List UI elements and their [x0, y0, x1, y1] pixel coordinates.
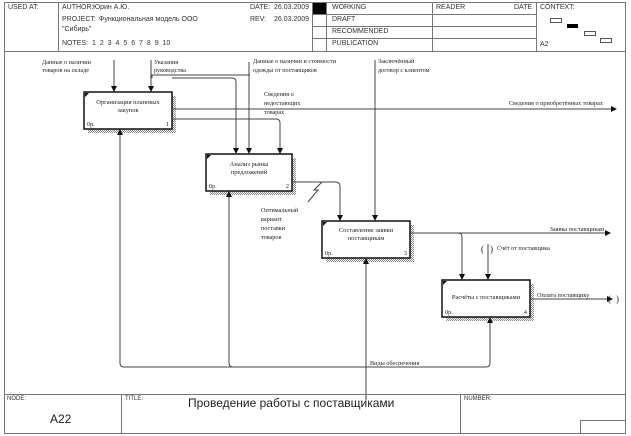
label-supplier-payment: Оплата поставщику — [537, 292, 590, 299]
box3-line1: Составление заявки — [339, 227, 394, 234]
author-label: AUTHOR: — [62, 4, 94, 11]
reader-date-label: DATE — [514, 4, 533, 11]
label-supplier-order: Заявка поставщикам — [550, 226, 604, 233]
label-optimal-2: вариант — [261, 216, 282, 223]
used-at-label: USED AT: — [8, 4, 39, 11]
box1-line1: Организация плановых — [96, 99, 160, 106]
box3-cost: 0р. — [325, 250, 333, 257]
box4-cost: 0р. — [445, 309, 453, 316]
status-working[interactable]: WORKING — [332, 4, 367, 11]
status-draft[interactable]: DRAFT — [332, 16, 356, 23]
label-shortage-1: Сведения о — [264, 91, 294, 98]
status-publication[interactable]: PUBLICATION — [332, 40, 379, 47]
date-label: DATE: — [250, 4, 271, 11]
notes-value: 1 2 3 4 5 6 7 8 9 10 — [92, 40, 171, 47]
box1-number: 1 — [166, 121, 169, 128]
svg-text:): ) — [490, 244, 493, 254]
date-value: 26.03.2009 — [274, 4, 310, 11]
svg-text:(: ( — [481, 244, 484, 254]
context-box-3 — [584, 31, 596, 36]
title-label: TITLE: — [125, 396, 144, 402]
author-value: Юрин А.Ю. — [93, 4, 130, 11]
activity-box-3[interactable]: Составление заявки поставщикам 0р. 3 — [321, 220, 411, 259]
label-mgmt-1: Указания — [154, 59, 178, 66]
rev-label: REV: — [250, 16, 267, 23]
project-line1: Функциональная модель ООО — [99, 16, 198, 23]
box4-line1: Расчёты с поставщиками — [452, 294, 521, 301]
rev-value: 26.03.2009 — [274, 16, 310, 23]
number-box — [580, 420, 626, 434]
context-box-2-current — [567, 24, 578, 28]
context-label: CONTEXT: — [540, 4, 575, 11]
box3-line2: поставщикам — [348, 235, 385, 242]
label-purchased-info: Сведения о приобретённых товарах — [509, 100, 604, 107]
label-optimal-3: поставки — [261, 225, 286, 232]
diagram-frame — [4, 52, 626, 394]
project-line2: "Сибирь" — [62, 26, 92, 33]
label-contract-1: Заключённый — [378, 58, 415, 65]
activity-box-2[interactable]: Анализ рынка предложений 0р. 2 — [205, 153, 293, 192]
label-mgmt-2: руководства — [154, 67, 186, 74]
box1-cost: 0р. — [87, 121, 95, 128]
status-recommended[interactable]: RECOMMENDED — [332, 28, 389, 35]
box3-number: 3 — [404, 250, 407, 257]
label-stock-data-2: товаров на складе — [42, 67, 89, 74]
project-label: PROJECT: — [62, 16, 96, 23]
label-support-types: Виды обеспечения — [370, 360, 419, 367]
box2-line2: предложений — [231, 169, 268, 176]
label-contract-2: договор с клиентом — [378, 67, 430, 74]
arrow-optimal-variant — [292, 181, 343, 221]
label-supplier-data-2: одежды от поставщиков — [253, 67, 317, 74]
footer-frame — [4, 394, 626, 434]
status-working-marker — [313, 3, 326, 14]
label-optimal-1: Оптимальный — [261, 207, 299, 214]
label-optimal-4: товаров — [261, 234, 281, 241]
context-box-4 — [600, 38, 612, 43]
context-box-1 — [550, 18, 562, 23]
number-label: NUMBER: — [464, 396, 492, 402]
label-shortage-2: недостающих — [264, 100, 301, 107]
header-frame — [4, 2, 626, 52]
node-value: A22 — [50, 412, 72, 426]
box2-number: 2 — [286, 183, 289, 190]
notes-label: NOTES: — [62, 40, 89, 47]
activity-box-1[interactable]: Организация плановых закупок 0р. 1 — [83, 91, 173, 130]
arrow-shortage — [172, 118, 283, 154]
reader-label: READER — [436, 4, 466, 11]
label-stock-data-1: Данные о наличии — [42, 59, 92, 66]
label-supplier-data-1: Данные о наличии и стоимости — [253, 58, 337, 65]
box2-cost: 0р. — [209, 183, 217, 190]
box2-line1: Анализ рынка — [230, 161, 269, 168]
label-shortage-3: товарах — [264, 109, 285, 116]
svg-text:): ) — [616, 294, 619, 304]
box1-line2: закупок — [117, 107, 139, 114]
svg-text:(: ( — [608, 294, 611, 304]
diagram-title: Проведение работы с поставщиками — [188, 396, 395, 410]
box4-number: 4 — [524, 309, 527, 316]
context-node: A2 — [540, 41, 549, 48]
activity-box-4[interactable]: Расчёты с поставщиками 0р. 4 — [441, 279, 531, 318]
label-supplier-invoice: Счёт от поставщика — [497, 245, 550, 252]
node-label: NODE: — [7, 396, 27, 402]
